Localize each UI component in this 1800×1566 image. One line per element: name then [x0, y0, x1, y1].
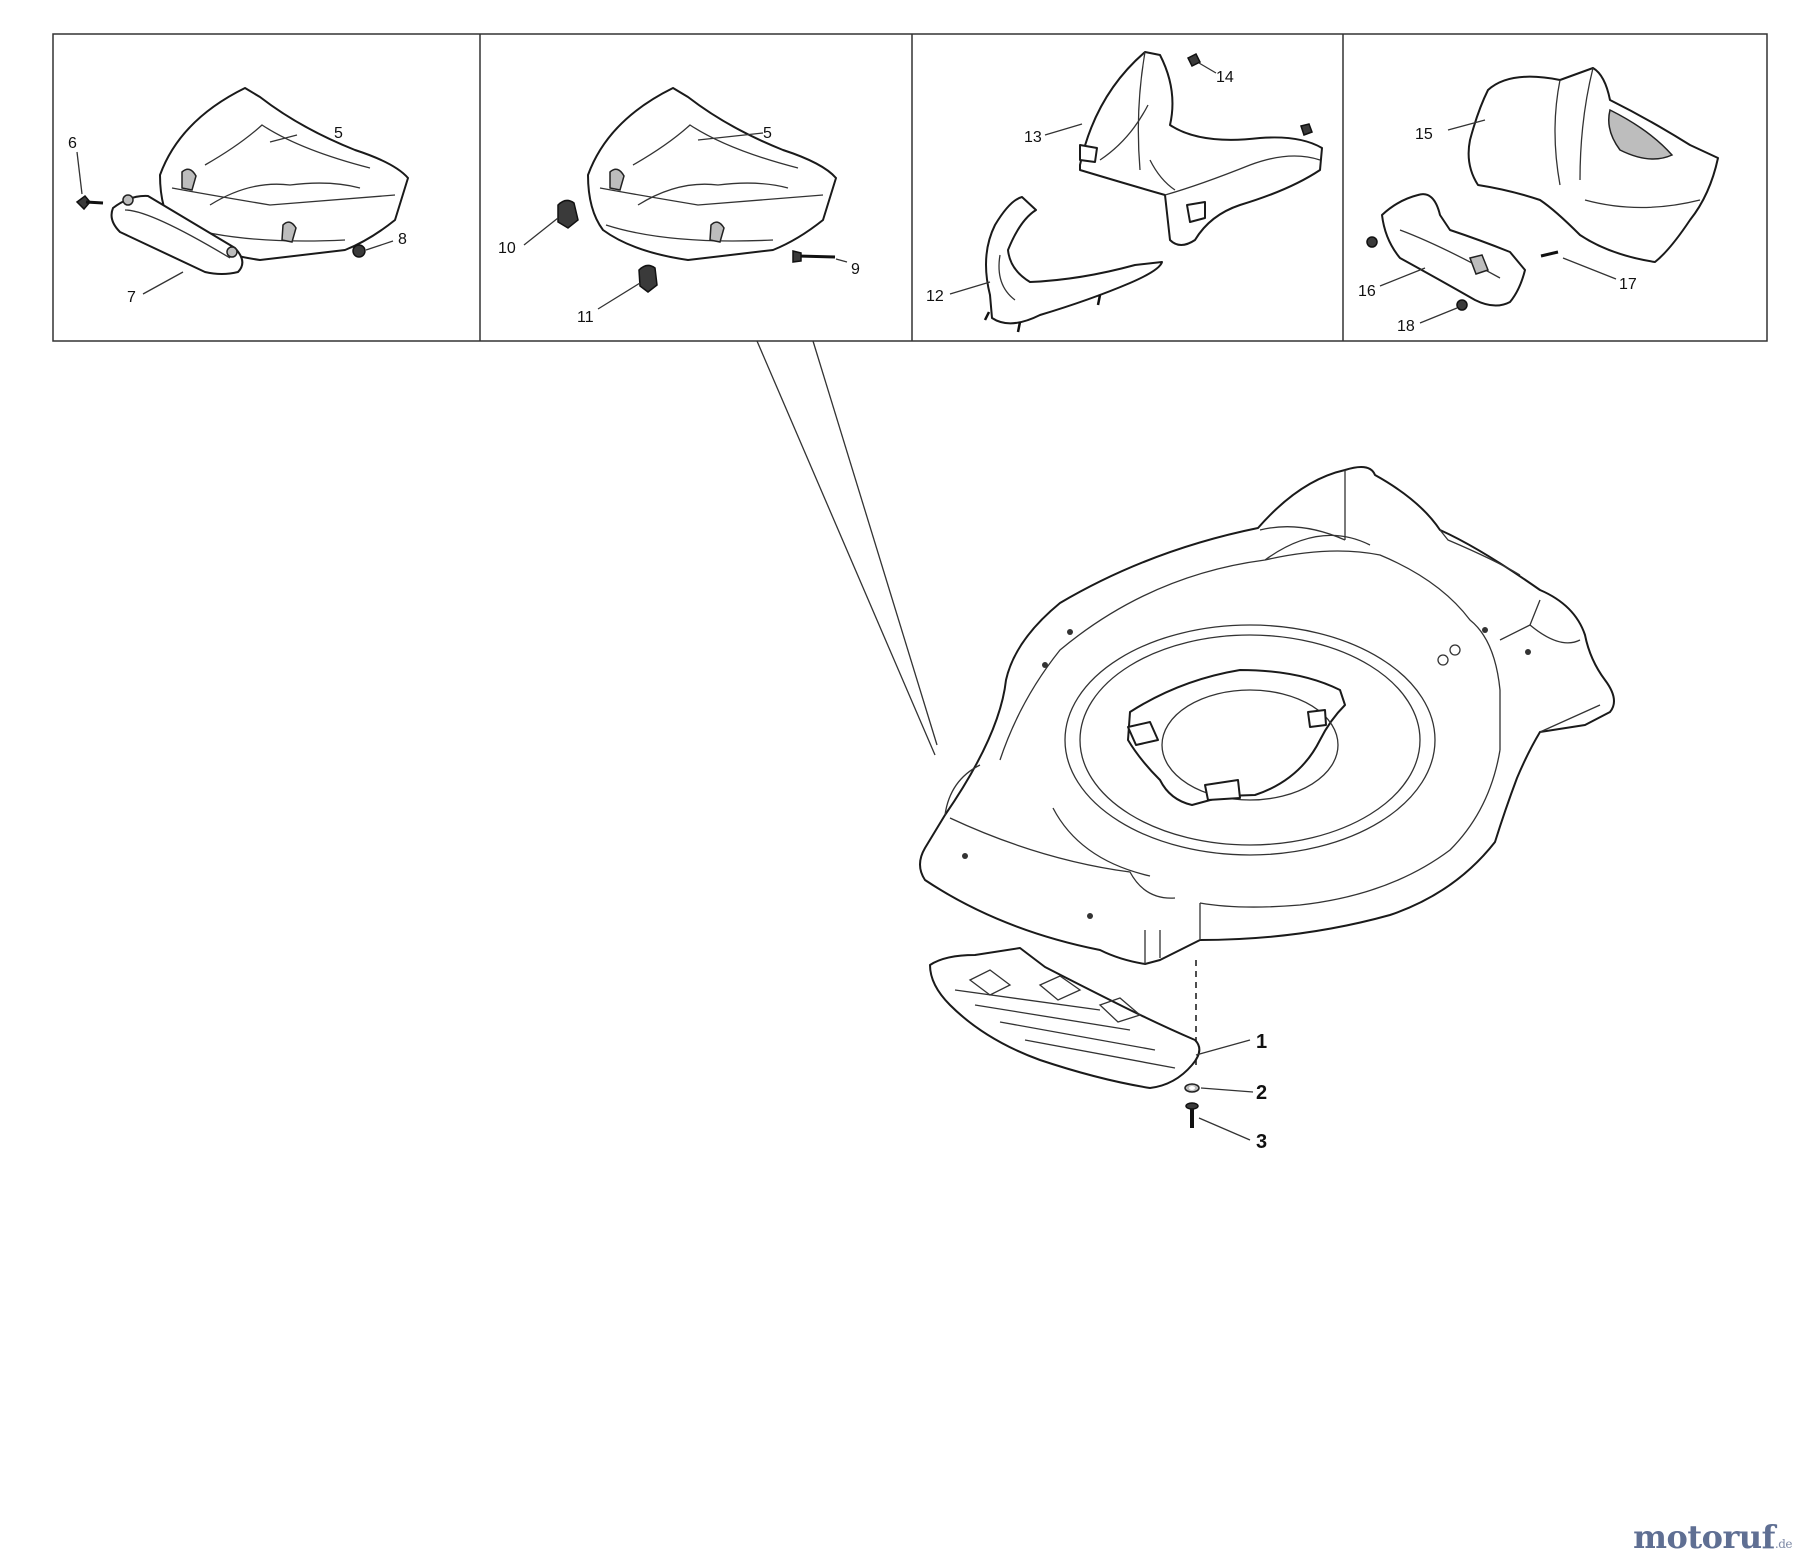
label-17: 17: [1619, 276, 1637, 293]
panel-1-rear-cover: [75, 87, 409, 275]
label-1: 1: [1256, 1031, 1267, 1053]
label-3: 3: [1256, 1131, 1267, 1153]
detail-panels: [52, 33, 1768, 342]
label-10: 10: [498, 240, 516, 257]
watermark-suffix: .de: [1774, 1537, 1793, 1551]
label-6: 6: [68, 135, 77, 152]
label-11: 11: [577, 309, 594, 326]
panel-3-cover: [983, 51, 1323, 333]
panel-2-leaders: [523, 132, 848, 310]
label-12: 12: [926, 288, 944, 305]
label-13: 13: [1024, 129, 1042, 146]
panel-3-leaders: [949, 62, 1217, 295]
panel-1-leaders: [76, 134, 394, 295]
mower-deck: [919, 465, 1615, 965]
label-9: 9: [851, 261, 860, 278]
panel-4-leaders: [1379, 119, 1617, 324]
label-2: 2: [1256, 1082, 1267, 1104]
watermark-logo: motoruf.de: [1633, 1518, 1792, 1556]
panel-2-rear-cover: [557, 87, 837, 293]
label-18: 18: [1397, 318, 1415, 335]
panel-4-cover: [1366, 67, 1719, 311]
label-14: 14: [1216, 69, 1234, 86]
callout-lines: [756, 340, 938, 756]
label-5-panel-2: 5: [763, 125, 772, 142]
label-15: 15: [1415, 126, 1433, 143]
label-5-panel-1: 5: [334, 125, 343, 142]
watermark-brand: motoruf: [1633, 1518, 1775, 1556]
deck-leaders: [1195, 1039, 1254, 1141]
label-8: 8: [398, 231, 407, 248]
label-7: 7: [127, 289, 136, 306]
label-16: 16: [1358, 283, 1376, 300]
deflector-plate: [929, 947, 1201, 1128]
